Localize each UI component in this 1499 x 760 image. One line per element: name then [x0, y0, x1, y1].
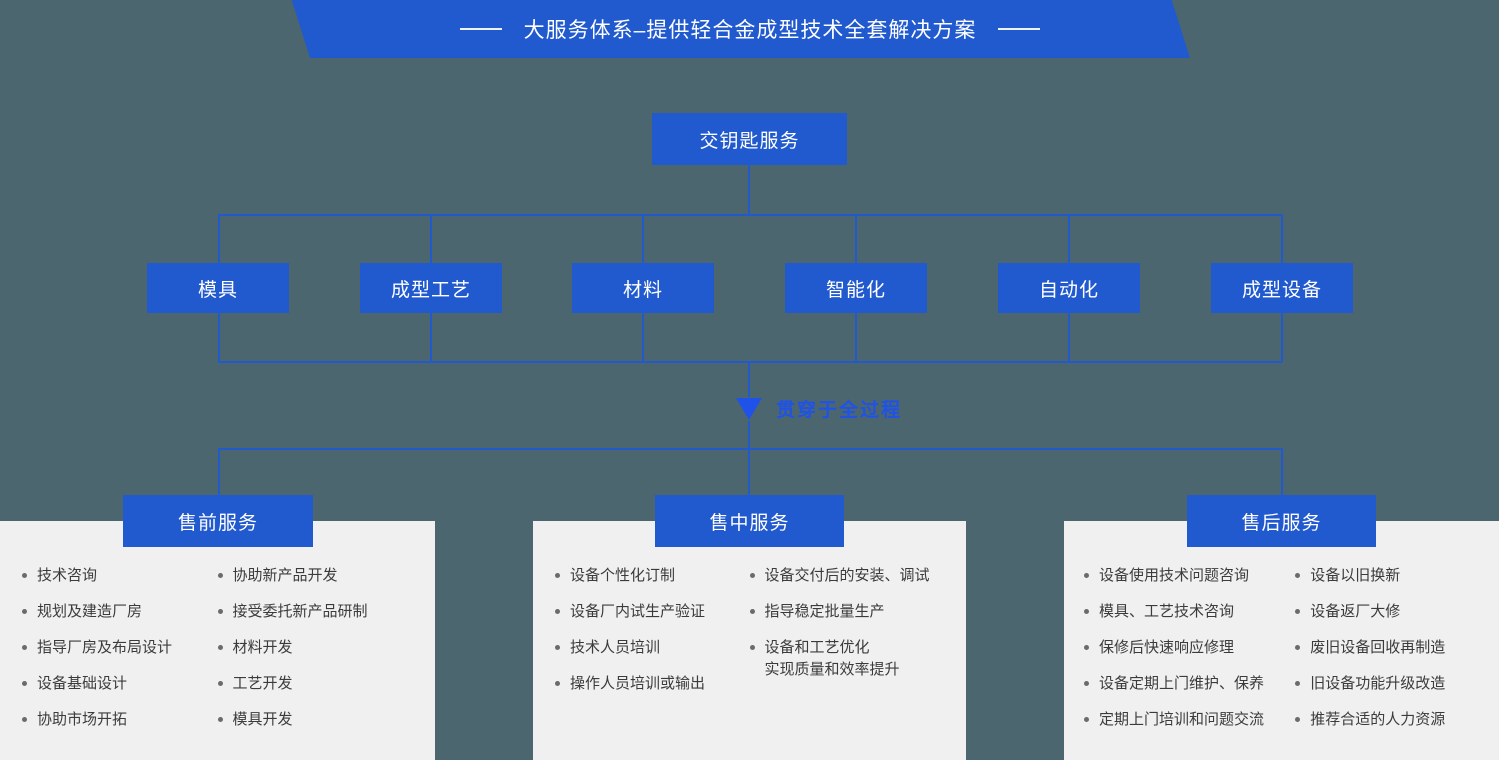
bullet-dot-icon [1084, 645, 1089, 650]
bullet-dot-icon [1295, 609, 1301, 614]
panel-column-right: 设备以旧换新 设备返厂大修 废旧设备回收再制造 旧设备功能升级改造 推荐合适的人… [1295, 565, 1479, 731]
list-item: 设备基础设计 [22, 673, 218, 695]
list-item: 设备厂内试生产验证 [555, 601, 750, 623]
bullet-dot-icon [217, 573, 223, 578]
bullet-dot-icon [555, 681, 560, 686]
connector-mid-spine-lower [748, 421, 750, 449]
node-label: 材料 [622, 279, 663, 301]
panel-title-label: 售前服务 [177, 512, 258, 534]
node-capability-automation[interactable]: 自动化 [998, 263, 1140, 313]
list-item: 设备个性化订制 [555, 565, 750, 587]
list-item: 设备定期上门维护、保养 [1084, 673, 1295, 695]
panel-column-left: 设备个性化订制 设备厂内试生产验证 技术人员培训 操作人员培训或输出 [555, 565, 750, 695]
bullet-dot-icon [217, 717, 223, 722]
list-item: 设备返厂大修 [1295, 601, 1479, 623]
bullet-dot-icon [1084, 609, 1089, 614]
node-label: 智能化 [825, 279, 886, 301]
bullet-dot-icon [1084, 573, 1089, 578]
bullet-dot-icon [22, 717, 27, 722]
process-arrow-group: 贯穿于全过程 [736, 395, 902, 422]
bullet-dot-icon [1084, 717, 1089, 722]
node-label: 交钥匙服务 [699, 130, 800, 152]
list-item: 定期上门培训和问题交流 [1084, 709, 1295, 731]
node-label: 自动化 [1038, 279, 1099, 301]
bullet-dot-icon [1084, 681, 1089, 686]
panel-column-right: 设备交付后的安装、调试 指导稳定批量生产 设备和工艺优化 实现质量和效率提升 [749, 565, 945, 695]
list-item: 设备以旧换新 [1295, 565, 1479, 587]
list-item: 工艺开发 [217, 673, 414, 695]
panel-after-sales: 设备使用技术问题咨询 模具、工艺技术咨询 保修后快速响应修理 设备定期上门维护、… [1064, 521, 1499, 760]
list-item: 操作人员培训或输出 [555, 673, 750, 695]
panel-column-left: 技术咨询 规划及建造厂房 指导厂房及布局设计 设备基础设计 协助市场开拓 [22, 565, 218, 731]
node-turnkey-service[interactable]: 交钥匙服务 [652, 113, 847, 165]
bullet-dot-icon [555, 609, 560, 614]
panel-during-sales: 设备个性化订制 设备厂内试生产验证 技术人员培训 操作人员培训或输出 设备交付后… [533, 521, 966, 760]
process-arrow-label: 贯穿于全过程 [776, 400, 903, 421]
panel-column-right: 协助新产品开发 接受委托新产品研制 材料开发 工艺开发 模具开发 [217, 565, 414, 731]
list-item: 废旧设备回收再制造 [1295, 637, 1479, 659]
panel-title-pre-sales[interactable]: 售前服务 [123, 495, 313, 547]
bullet-dot-icon [22, 609, 27, 614]
triangle-down-icon [736, 397, 762, 420]
bullet-dot-icon [22, 645, 27, 650]
list-item: 设备交付后的安装、调试 [749, 565, 945, 587]
bullet-dot-icon [1295, 573, 1301, 578]
panel-title-label: 售后服务 [1241, 512, 1322, 534]
bullet-dot-icon [1295, 717, 1301, 722]
bullet-dot-icon [749, 573, 755, 578]
bullet-dot-icon [217, 681, 223, 686]
node-label: 成型设备 [1241, 279, 1322, 301]
list-item: 技术人员培训 [555, 637, 750, 659]
list-item: 指导厂房及布局设计 [22, 637, 218, 659]
list-item: 旧设备功能升级改造 [1295, 673, 1479, 695]
list-item: 模具开发 [217, 709, 414, 731]
list-item: 模具、工艺技术咨询 [1084, 601, 1295, 623]
list-item: 保修后快速响应修理 [1084, 637, 1295, 659]
panel-column-left: 设备使用技术问题咨询 模具、工艺技术咨询 保修后快速响应修理 设备定期上门维护、… [1084, 565, 1295, 731]
header-banner: 大服务体系–提供轻合金成型技术全套解决方案 [310, 0, 1190, 58]
panel-title-label: 售中服务 [709, 512, 790, 534]
list-item: 材料开发 [217, 637, 414, 659]
connector-service-drop-right [1281, 448, 1283, 498]
bullet-dot-icon [217, 609, 223, 614]
connector-mid-spine-upper [748, 361, 750, 397]
connector-bottom-bus [218, 361, 1282, 363]
node-label: 模具 [197, 279, 238, 301]
panel-pre-sales: 技术咨询 规划及建造厂房 指导厂房及布局设计 设备基础设计 协助市场开拓 协助新… [0, 521, 435, 760]
banner-dash-right-icon [998, 28, 1041, 30]
list-item: 指导稳定批量生产 [749, 601, 945, 623]
list-item: 技术咨询 [22, 565, 218, 587]
node-capability-intelligence[interactable]: 智能化 [785, 263, 927, 313]
bullet-dot-icon [217, 645, 223, 650]
panel-title-after-sales[interactable]: 售后服务 [1187, 495, 1376, 547]
list-item: 协助新产品开发 [217, 565, 414, 587]
bullet-dot-icon [1295, 681, 1301, 686]
node-capability-forming-equipment[interactable]: 成型设备 [1211, 263, 1353, 313]
list-item: 推荐合适的人力资源 [1295, 709, 1479, 731]
bullet-dot-icon [555, 573, 560, 578]
bullet-dot-icon [22, 573, 27, 578]
connector-service-bus [218, 448, 1282, 450]
node-capability-mold[interactable]: 模具 [147, 263, 289, 313]
node-label: 成型工艺 [390, 279, 471, 301]
list-item: 接受委托新产品研制 [217, 601, 414, 623]
bullet-dot-icon [555, 645, 560, 650]
bullet-dot-icon [749, 645, 755, 650]
bullet-dot-icon [1295, 645, 1301, 650]
banner-dash-left-icon [459, 28, 502, 30]
list-item: 设备和工艺优化 实现质量和效率提升 [749, 637, 945, 681]
bullet-dot-icon [749, 609, 755, 614]
connector-service-drop-left [218, 448, 220, 498]
bullet-dot-icon [22, 681, 27, 686]
node-capability-forming-process[interactable]: 成型工艺 [360, 263, 502, 313]
connector-root-stem [748, 165, 750, 214]
node-capability-material[interactable]: 材料 [572, 263, 714, 313]
connector-service-drop-mid [748, 448, 750, 498]
list-item: 设备使用技术问题咨询 [1084, 565, 1295, 587]
list-item: 规划及建造厂房 [22, 601, 218, 623]
list-item: 协助市场开拓 [22, 709, 218, 731]
panel-title-during-sales[interactable]: 售中服务 [655, 495, 844, 547]
banner-title: 大服务体系–提供轻合金成型技术全套解决方案 [523, 19, 977, 42]
connector-top-bus [218, 214, 1282, 216]
